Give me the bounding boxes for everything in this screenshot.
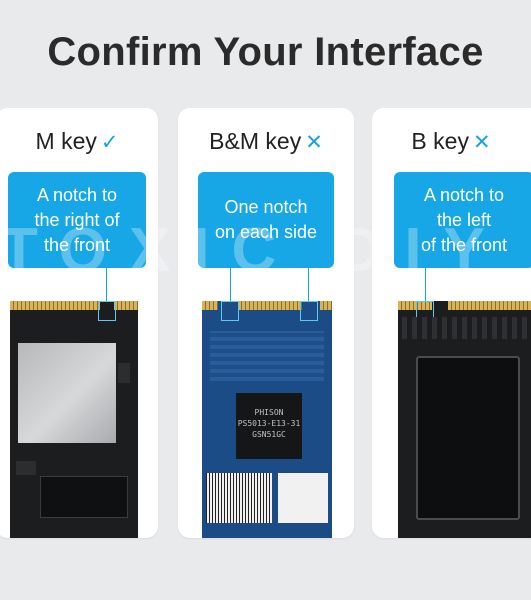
description-line: A notch to bbox=[423, 184, 505, 205]
component bbox=[118, 363, 130, 383]
card-bm-key: B&M key✕ One notch on each side PHISON P… bbox=[178, 108, 354, 538]
description-line: on each side bbox=[214, 222, 318, 242]
card-heading: M key✓ bbox=[0, 128, 158, 155]
description-line: the right of bbox=[34, 209, 120, 230]
component bbox=[210, 331, 324, 381]
memory-chip bbox=[416, 356, 520, 520]
pointer-line bbox=[106, 268, 107, 305]
chip-text: GSN51GC bbox=[252, 430, 286, 439]
card-m-key: M key✓ A notch to the right of the front bbox=[0, 108, 158, 538]
notch-highlight bbox=[300, 301, 318, 321]
component bbox=[402, 317, 528, 339]
description-bubble: A notch to the left of the front bbox=[394, 172, 531, 268]
pointer-line bbox=[230, 268, 231, 305]
product-sticker bbox=[206, 473, 272, 523]
description-line: One notch bbox=[224, 197, 308, 217]
notch-highlight bbox=[98, 301, 116, 321]
card-b-key: B key✕ A notch to the left of the front bbox=[372, 108, 531, 538]
page-title: Confirm Your Interface bbox=[47, 30, 484, 74]
gold-contacts bbox=[320, 301, 332, 310]
description-bubble: A notch to the right of the front bbox=[8, 172, 146, 268]
chip-text: PS5013-E13-31 bbox=[237, 419, 301, 428]
gold-contacts bbox=[10, 301, 100, 310]
description-line: A notch to bbox=[36, 184, 118, 205]
gold-contacts bbox=[398, 301, 432, 310]
gold-contacts bbox=[202, 301, 218, 310]
component bbox=[16, 461, 36, 475]
cross-icon: ✕ bbox=[472, 131, 491, 154]
gold-contacts bbox=[114, 301, 138, 310]
cross-icon: ✕ bbox=[305, 131, 323, 154]
notch-highlight bbox=[221, 301, 239, 321]
controller-chip: PHISON PS5013-E13-31 GSN51GC bbox=[236, 393, 302, 459]
check-icon: ✓ bbox=[100, 131, 119, 154]
card-heading: B key✕ bbox=[372, 128, 531, 155]
card-heading: B&M key✕ bbox=[178, 128, 354, 155]
card-name: B key bbox=[411, 128, 469, 154]
card-name: B&M key bbox=[209, 128, 302, 154]
chip-text: PHISON bbox=[254, 408, 284, 417]
description-line: of the front bbox=[420, 234, 508, 255]
memory-chip bbox=[40, 476, 128, 518]
gold-contacts bbox=[238, 301, 302, 310]
card-name: M key bbox=[35, 128, 97, 154]
pointer-line bbox=[308, 268, 309, 305]
description-line: the left bbox=[436, 209, 492, 230]
pointer-line bbox=[425, 268, 426, 305]
product-sticker bbox=[278, 473, 328, 523]
description-bubble: One notch on each side bbox=[198, 172, 334, 268]
ssd-board-image: PHISON PS5013-E13-31 GSN51GC bbox=[202, 301, 332, 538]
ssd-board-image bbox=[398, 301, 531, 538]
gold-contacts bbox=[448, 301, 531, 310]
ssd-board-image bbox=[10, 301, 138, 538]
shield-chip bbox=[18, 343, 116, 443]
description-line: the front bbox=[43, 234, 111, 255]
